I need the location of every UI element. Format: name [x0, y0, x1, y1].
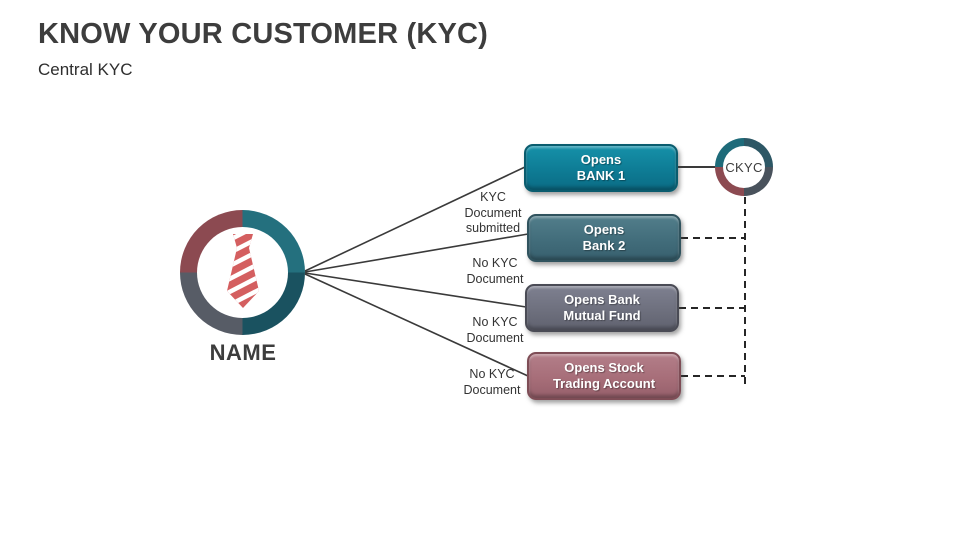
- customer-name-label: NAME: [209, 340, 277, 365]
- ckyc-node: CKYC: [715, 138, 773, 196]
- node-opens-bank2: Opens Bank 2: [527, 214, 681, 262]
- edge-name-bank1: [304, 166, 526, 272]
- edge-label-line: No KYC: [472, 315, 518, 329]
- edge-label-line: Document: [463, 382, 521, 397]
- edge-label-no-kyc-1: No KYC Document: [450, 256, 540, 287]
- node-label-line: Opens: [580, 152, 622, 167]
- edge-label-line: No KYC: [469, 367, 515, 381]
- node-label-line: Trading Account: [552, 376, 656, 391]
- edge-label-line: Document: [464, 205, 522, 220]
- edge-label-no-kyc-3: No KYC Document: [447, 367, 537, 398]
- page-subtitle: Central KYC: [38, 60, 133, 79]
- edge-label-line: KYC: [480, 190, 506, 204]
- edge-name-stock: [304, 273, 529, 377]
- node-label-line: Opens Stock: [564, 360, 644, 375]
- tie-icon: [226, 233, 259, 308]
- customer-node-inner: [197, 227, 288, 318]
- edge-label-kyc-submitted: KYC Document submitted: [448, 190, 538, 237]
- node-label-line: BANK 1: [576, 168, 626, 183]
- node-label-line: Bank 2: [582, 238, 626, 253]
- node-label-line: Opens: [583, 222, 625, 237]
- edge-name-bank2: [304, 233, 529, 273]
- node-opens-bank-mutual-fund: Opens Bank Mutual Fund: [525, 284, 679, 332]
- node-label-line: Opens Bank: [564, 292, 640, 307]
- edge-label-line: submitted: [465, 221, 521, 235]
- edge-label-line: Document: [466, 330, 524, 345]
- node-label-line: Mutual Fund: [563, 308, 641, 323]
- edge-label-no-kyc-2: No KYC Document: [450, 315, 540, 346]
- page-title: KNOW YOUR CUSTOMER (KYC): [38, 18, 489, 50]
- customer-node: [180, 210, 305, 335]
- node-opens-stock-trading: Opens Stock Trading Account: [527, 352, 681, 400]
- edge-name-mutual: [304, 272, 527, 308]
- edge-label-line: No KYC: [472, 256, 518, 270]
- node-opens-bank1: Opens BANK 1: [524, 144, 678, 192]
- ckyc-label: CKYC: [723, 146, 765, 188]
- edge-label-line: Document: [466, 271, 524, 286]
